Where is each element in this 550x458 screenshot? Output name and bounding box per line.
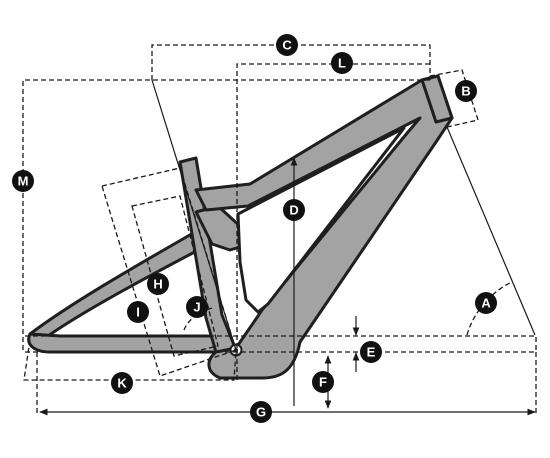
shock-window	[236, 126, 406, 314]
marker-k: K	[111, 372, 133, 394]
marker-l: L	[331, 52, 353, 74]
dim-h-box	[131, 195, 219, 357]
marker-label: K	[117, 376, 127, 391]
marker-label: D	[289, 203, 298, 218]
marker-m: M	[12, 170, 34, 192]
frame	[27, 74, 454, 380]
marker-circle	[283, 199, 305, 221]
dim-a-arc	[466, 281, 513, 336]
marker-a: A	[475, 292, 497, 314]
dim-c-line	[151, 44, 431, 80]
dim-m-line	[22, 79, 430, 352]
marker-circle	[331, 52, 353, 74]
marker-label: J	[193, 300, 200, 315]
marker-label: H	[153, 277, 162, 292]
main-frame	[194, 74, 454, 380]
marker-h: H	[147, 273, 169, 295]
head-tube	[420, 74, 454, 124]
marker-e: E	[360, 341, 382, 363]
marker-label: B	[461, 84, 470, 99]
marker-circle	[147, 273, 169, 295]
marker-circle	[455, 80, 477, 102]
axle-line	[25, 335, 537, 352]
marker-circle	[475, 292, 497, 314]
marker-label: E	[367, 345, 376, 360]
marker-b: B	[455, 80, 477, 102]
marker-label: M	[18, 174, 29, 189]
steering-axis	[446, 126, 536, 336]
marker-circle	[276, 34, 298, 56]
marker-circle	[312, 371, 334, 393]
marker-circle	[186, 296, 208, 318]
marker-label: L	[338, 56, 346, 71]
marker-i: I	[127, 301, 149, 323]
marker-label: I	[136, 305, 140, 320]
marker-circle	[127, 301, 149, 323]
marker-label: F	[319, 375, 327, 390]
marker-g: G	[250, 401, 272, 423]
marker-label: A	[481, 296, 491, 311]
dim-l-line	[236, 63, 430, 380]
marker-f: F	[312, 371, 334, 393]
marker-j: J	[186, 296, 208, 318]
marker-circle	[360, 341, 382, 363]
marker-circle	[111, 372, 133, 394]
marker-circle	[12, 170, 34, 192]
marker-label: G	[256, 405, 266, 420]
marker-label: C	[282, 38, 292, 53]
chain-stay	[27, 332, 228, 354]
marker-circle	[250, 401, 272, 423]
marker-d: D	[283, 199, 305, 221]
marker-c: C	[276, 34, 298, 56]
